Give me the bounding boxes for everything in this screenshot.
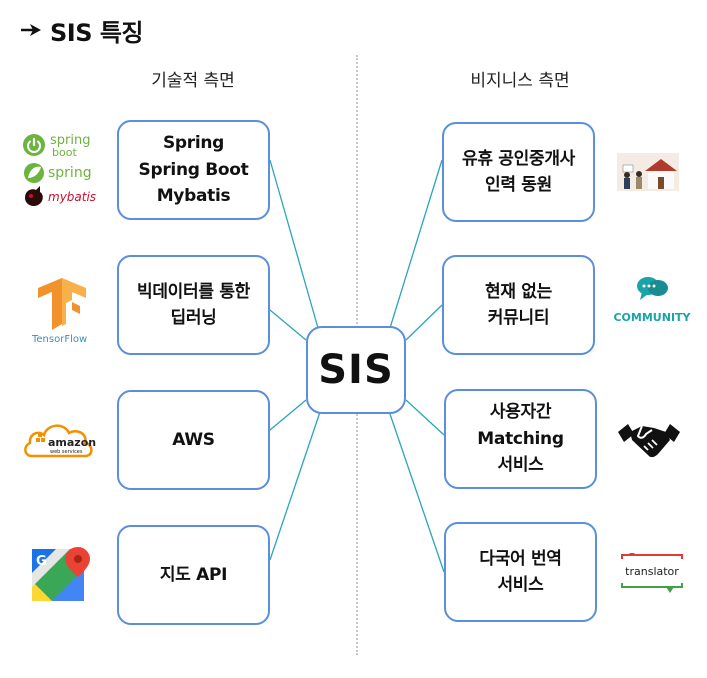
realtor-photo (617, 153, 679, 191)
connector-rb3 (389, 413, 445, 573)
translator-logo: translator (616, 551, 688, 593)
connector-lb3 (269, 411, 321, 561)
connector-rb0 (389, 159, 443, 329)
handshake-icon (618, 418, 680, 462)
community-word: COMMUNITY (613, 311, 691, 324)
mybatis-word: mybatis (48, 190, 96, 204)
connector-rb1 (405, 304, 443, 341)
box-spring-stack: Spring Spring Boot Mybatis (117, 120, 270, 220)
connector-rb2 (405, 399, 445, 436)
spring-boot-logo: spring boot (23, 133, 90, 159)
mybatis-logo: mybatis (25, 186, 96, 207)
amazon-word: amazon (48, 436, 96, 449)
title-text: SIS 특징 (50, 18, 144, 47)
boot-word: boot (52, 146, 77, 159)
box-idle-realtors: 유휴 공인중개사 인력 동원 (442, 122, 595, 222)
sis-center-node: SIS (306, 326, 406, 414)
spring-logo: spring (24, 163, 92, 183)
box-aws: AWS (117, 390, 270, 490)
svg-text:G: G (36, 554, 47, 569)
box-community: 현재 없는 커뮤니티 (442, 255, 595, 355)
aws-logo: amazon web services (22, 416, 98, 464)
community-logo: COMMUNITY (612, 272, 692, 328)
box-deep-learning: 빅데이터를 통한 딥러닝 (117, 255, 270, 355)
box-translation: 다국어 번역 서비스 (444, 522, 597, 622)
page-title: SIS 특징 (20, 10, 144, 50)
spring-boot-word: spring (50, 133, 90, 148)
left-column-heading: 기술적 측면 (151, 71, 235, 91)
tensorflow-word: TensorFlow (31, 334, 87, 345)
connector-lb2 (269, 399, 307, 431)
arrow-right-icon (20, 23, 42, 37)
right-column-heading: 비지니스 측면 (470, 71, 570, 91)
box-map-api: 지도 API (117, 525, 270, 625)
tensorflow-logo: TensorFlow (28, 278, 98, 348)
webservices-word: web services (50, 449, 83, 455)
spring-word: spring (48, 165, 92, 181)
google-maps-icon: G (30, 545, 92, 605)
connector-lb0 (269, 159, 319, 329)
box-user-matching: 사용자간 Matching 서비스 (444, 389, 597, 489)
connector-lb1 (269, 309, 307, 341)
translator-word: translator (625, 565, 679, 578)
spring-logos: spring boot spring mybatis (22, 132, 112, 210)
